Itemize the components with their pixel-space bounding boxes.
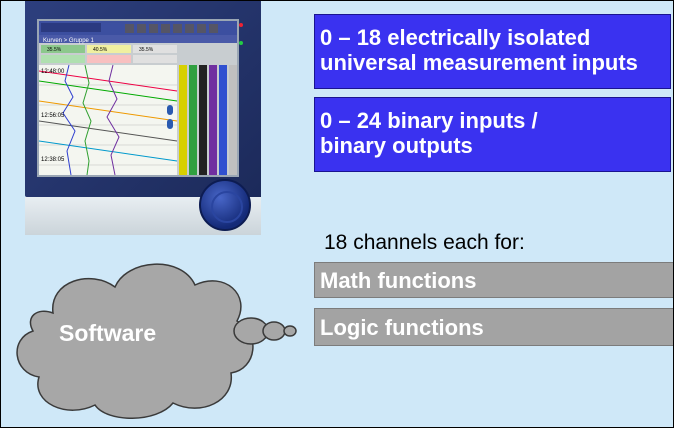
analog-inputs-line2: universal measurement inputs: [320, 50, 638, 75]
recorder-device-illustration: Kurven > Gruppe 1: [25, 1, 261, 235]
logic-functions-label: Logic functions: [320, 315, 484, 340]
binary-io-line2: binary outputs: [320, 133, 473, 158]
channels-label: 18 channels each for:: [324, 231, 525, 254]
math-functions-label: Math functions: [320, 268, 477, 293]
svg-text:35.5%: 35.5%: [139, 47, 154, 53]
svg-text:12:56:05: 12:56:05: [41, 113, 65, 119]
software-label: Software: [59, 320, 156, 346]
binary-io-line1: 0 – 24 binary inputs /: [320, 108, 538, 133]
svg-text:12:38:05: 12:38:05: [41, 157, 65, 163]
red-led-icon: [239, 23, 243, 27]
device-screen: Kurven > Gruppe 1: [37, 19, 239, 177]
math-functions-box: Math functions: [314, 262, 673, 298]
svg-text:40.5%: 40.5%: [93, 47, 108, 53]
software-cloud-icon: Software: [16, 263, 297, 419]
analog-inputs-box: 0 – 18 electrically isolated universal m…: [314, 14, 671, 89]
svg-text:Kurven > Gruppe 1: Kurven > Gruppe 1: [43, 38, 95, 44]
svg-text:12:48:00: 12:48:00: [41, 69, 65, 75]
screen-graph-icon: Kurven > Gruppe 1: [39, 21, 237, 175]
navigation-knob-icon: [199, 179, 251, 231]
analog-inputs-line1: 0 – 18 electrically isolated: [320, 25, 591, 50]
binary-io-box: 0 – 24 binary inputs / binary outputs: [314, 97, 671, 172]
green-led-icon: [239, 41, 243, 45]
logic-functions-box: Logic functions: [314, 308, 673, 346]
svg-text:35.5%: 35.5%: [47, 47, 62, 53]
